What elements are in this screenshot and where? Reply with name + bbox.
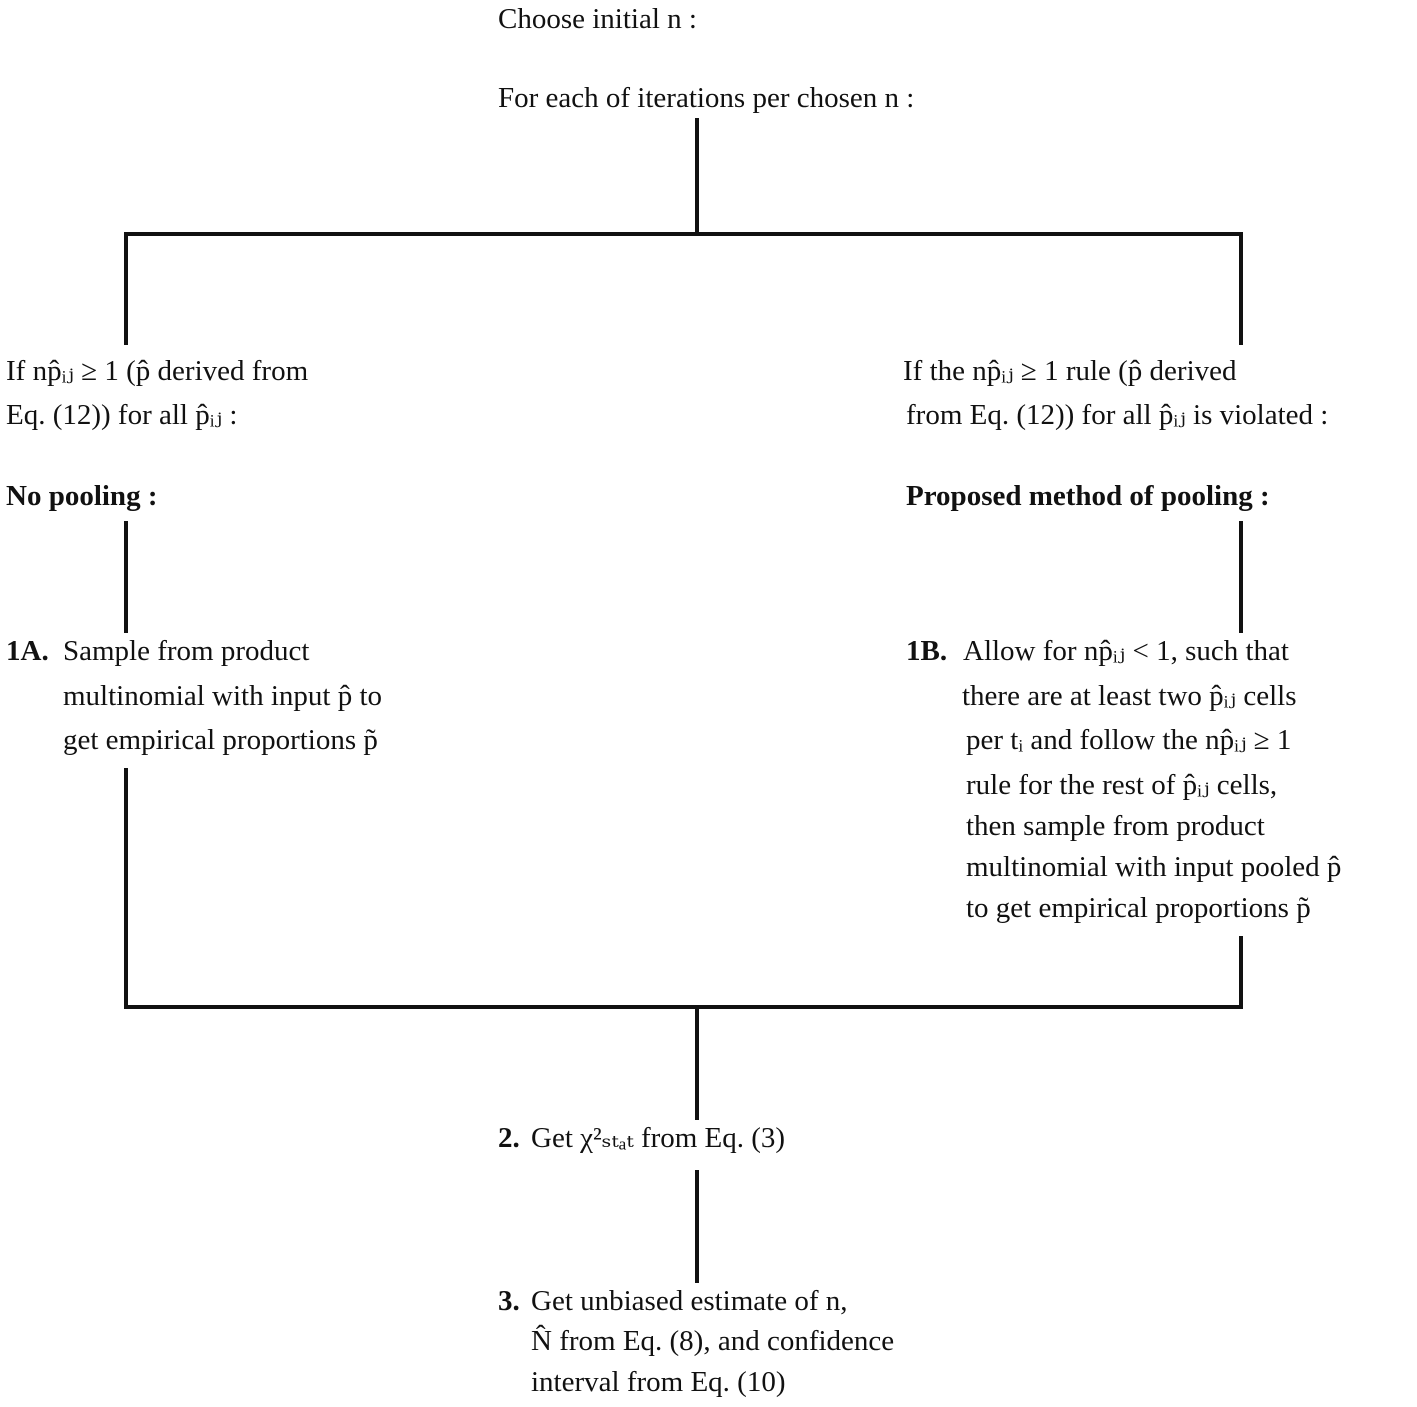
step-1b-line-7: to get empirical proportions p̃ [966,892,1311,924]
step-1b-line-6: multinomial with input pooled p̂ [966,851,1342,883]
step-1b-line-1: Allow for np̂ᵢⱼ < 1, such that [963,635,1289,667]
right-condition-line-2: from Eq. (12)) for all p̂ᵢⱼ is violated … [906,399,1329,431]
step-1a-line-1: Sample from product [63,635,310,667]
step-1b-line-2: there are at least two p̂ᵢⱼ cells [962,680,1297,712]
left-heading-no-pooling: No pooling : [6,480,158,512]
left-condition-line-1: If np̂ᵢⱼ ≥ 1 (p̂ derived from [6,355,309,387]
left-condition-line-2: Eq. (12)) for all p̂ᵢⱼ : [6,399,238,431]
step-1b-label: 1B. [906,635,948,667]
step-2-text: Get χ²ₛₜₐₜ from Eq. (3) [531,1122,786,1154]
step-1a-label: 1A. [6,635,49,667]
step-1a-line-2: multinomial with input p̂ to [63,680,382,712]
for-each-iteration: For each of iterations per chosen n : [498,82,915,114]
step-3-label: 3. [498,1285,520,1317]
step-1b-line-5: then sample from product [966,810,1265,842]
step-1b-line-4: rule for the rest of p̂ᵢⱼ cells, [966,769,1278,801]
step-3-line-3: interval from Eq. (10) [531,1366,786,1398]
step-3-line-1: Get unbiased estimate of n, [531,1285,848,1317]
step-2-label: 2. [498,1122,520,1154]
step-1b-line-3: per tᵢ and follow the np̂ᵢⱼ ≥ 1 [966,724,1292,756]
choose-initial-n: Choose initial n : [498,3,697,35]
right-condition-line-1: If the np̂ᵢⱼ ≥ 1 rule (p̂ derived [903,355,1237,387]
right-heading-pooling: Proposed method of pooling : [906,480,1270,512]
step-3-line-2: N̂ from Eq. (8), and confidence [531,1325,895,1357]
step-1a-line-3: get empirical proportions p̃ [63,724,378,756]
